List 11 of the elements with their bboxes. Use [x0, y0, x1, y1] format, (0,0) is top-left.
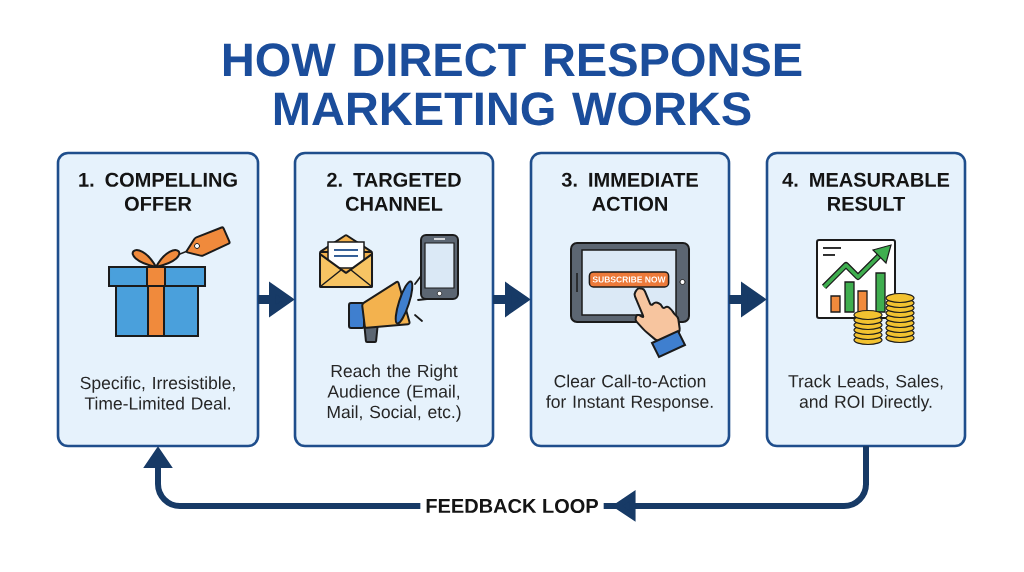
subscribe-button: SUBSCRIBE NOW — [588, 271, 670, 288]
step-description: Specific, Irresistible, Time-Limited Deal. — [80, 376, 235, 410]
step-description: Clear Call-to-Action for Instant Response. — [546, 374, 713, 412]
step-description: Reach the Right Audience (Email, Mail, Social, etc.) — [327, 364, 461, 422]
edge-label: FEEDBACK LOOP — [420, 493, 604, 519]
title: HOW DIRECT RESPONSE MARKETING WORKS — [224, 43, 802, 126]
step-title: 2. TARGETED CHANNEL — [327, 172, 461, 211]
step-title: 3. IMMEDIATE ACTION — [561, 172, 698, 211]
step-title: 1. COMPELLING OFFER — [79, 172, 237, 211]
step-title: 4. MEASURABLE RESULT — [782, 172, 950, 211]
step-description: Track Leads, Sales, and ROI Directly. — [788, 374, 943, 412]
